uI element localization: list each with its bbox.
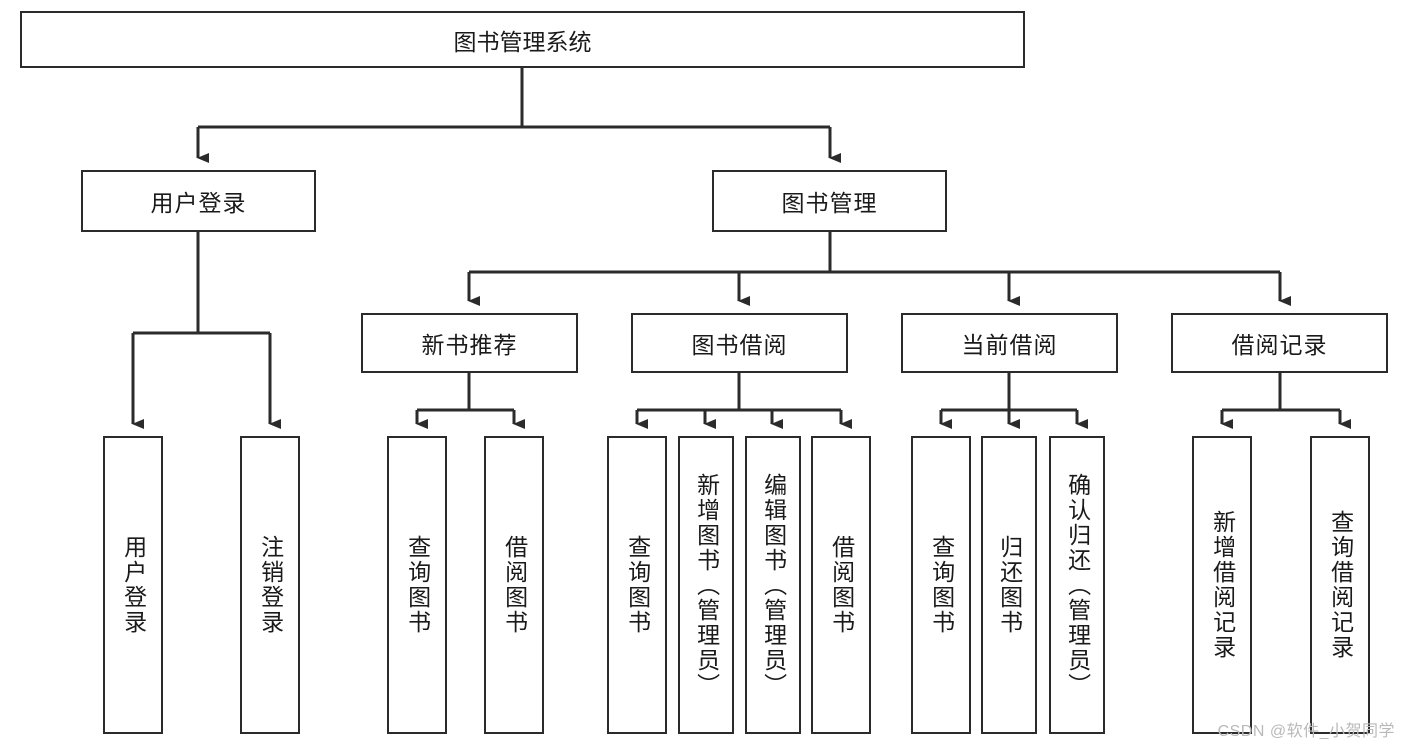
node-label: 查询图书: [624, 535, 651, 635]
node-label: 查询借阅记录: [1327, 510, 1354, 660]
leaf-book-borrow-edit-admin[interactable]: 编辑图书（管理员）: [745, 436, 801, 734]
node-user-login[interactable]: 用户登录: [81, 170, 316, 232]
csdn-watermark: CSDN @软件_小贺同学: [1217, 723, 1395, 740]
leaf-new-book-query[interactable]: 查询图书: [387, 436, 447, 734]
node-label: 归还图书: [996, 535, 1023, 635]
node-new-book-recommend[interactable]: 新书推荐: [361, 313, 578, 373]
leaf-new-book-borrow[interactable]: 借阅图书: [484, 436, 544, 734]
leaf-user-login-logout[interactable]: 注销登录: [240, 436, 300, 734]
node-label: 用户登录: [120, 535, 147, 635]
node-label: 借阅图书: [828, 535, 855, 635]
node-label: 借阅记录: [1231, 332, 1328, 358]
leaf-current-borrow-return[interactable]: 归还图书: [981, 436, 1037, 734]
node-label: 新增图书（管理员）: [693, 472, 720, 698]
leaf-current-borrow-query[interactable]: 查询图书: [911, 436, 971, 734]
leaf-book-borrow-query[interactable]: 查询图书: [607, 436, 667, 734]
leaf-book-borrow-borrow[interactable]: 借阅图书: [811, 436, 871, 734]
leaf-book-borrow-add-admin[interactable]: 新增图书（管理员）: [678, 436, 734, 734]
node-label: 图书管理: [781, 190, 878, 216]
node-label: 确认归还（管理员）: [1064, 472, 1091, 698]
node-label: 图书管理系统: [453, 28, 592, 55]
node-label: 借阅图书: [501, 535, 528, 635]
node-book-management[interactable]: 图书管理: [712, 170, 947, 232]
node-label: 编辑图书（管理员）: [760, 472, 787, 698]
node-label: 查询图书: [928, 535, 955, 635]
node-label: 查询图书: [404, 535, 431, 635]
node-label: 用户登录: [150, 190, 247, 216]
leaf-borrow-record-add[interactable]: 新增借阅记录: [1192, 436, 1252, 734]
leaf-user-login-login[interactable]: 用户登录: [103, 436, 163, 734]
node-borrow-record[interactable]: 借阅记录: [1171, 313, 1388, 373]
node-label: 新增借阅记录: [1209, 510, 1236, 660]
leaf-borrow-record-query[interactable]: 查询借阅记录: [1310, 436, 1370, 734]
node-current-borrow[interactable]: 当前借阅: [901, 313, 1118, 373]
node-book-borrow[interactable]: 图书借阅: [631, 313, 848, 373]
leaf-current-borrow-confirm-return-admin[interactable]: 确认归还（管理员）: [1049, 436, 1105, 734]
node-label: 当前借阅: [961, 332, 1058, 358]
node-label: 新书推荐: [421, 332, 518, 358]
node-label: 注销登录: [257, 535, 284, 635]
node-label: 图书借阅: [691, 332, 788, 358]
node-root-library-management-system[interactable]: 图书管理系统: [20, 11, 1025, 68]
